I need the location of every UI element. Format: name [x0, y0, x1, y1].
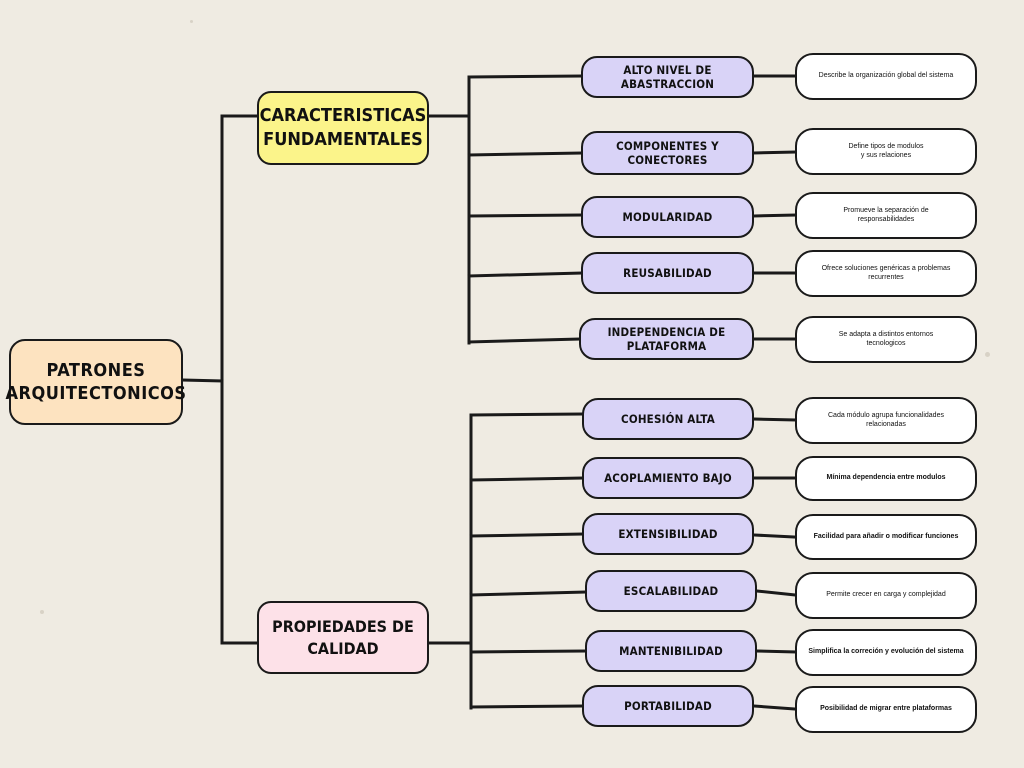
- connector-line: [755, 649, 797, 654]
- connector-line: [467, 74, 583, 79]
- background-speck: [40, 610, 44, 614]
- item-node-escalabilidad: ESCALABILIDAD: [585, 570, 757, 612]
- connector-line: [469, 590, 587, 597]
- description-node: Permite crecer en carga y complejidad: [795, 572, 977, 619]
- connector-line: [469, 704, 584, 709]
- connector-line: [469, 649, 587, 654]
- item-node-reusabilidad: REUSABILIDAD: [581, 252, 754, 294]
- connector-line: [181, 378, 224, 383]
- connector-line: [752, 704, 797, 711]
- description-node: Ofrece soluciones genéricas a problemas …: [795, 250, 977, 297]
- item-node-modularidad: MODULARIDAD: [581, 196, 754, 238]
- description-node: Cada módulo agrupa funcionalidades relac…: [795, 397, 977, 444]
- connector-line: [752, 533, 797, 539]
- item-node-portabilidad: PORTABILIDAD: [582, 685, 754, 727]
- description-node: Simplifica la correción y evolución del …: [795, 629, 977, 676]
- background-speck: [190, 20, 193, 23]
- connector-line: [469, 532, 584, 538]
- connector-line: [467, 151, 583, 157]
- item-node-independencia-de-plataforma: INDEPENDENCIA DE PLATAFORMA: [579, 318, 754, 360]
- description-node: Define tipos de modulos y sus relaciones: [795, 128, 977, 175]
- item-node-componentes-y-conectores: COMPONENTES Y CONECTORES: [581, 131, 754, 175]
- connector-line: [752, 213, 797, 218]
- connector-line: [469, 412, 584, 417]
- connector-line: [752, 150, 797, 155]
- description-node: Describe la organización global del sist…: [795, 53, 977, 100]
- connector-line: [467, 213, 583, 218]
- description-node: Mínima dependencia entre modulos: [795, 456, 977, 501]
- connector-line: [467, 337, 581, 344]
- category-node-caracteristicas-fundamentales: CARACTERISTICAS FUNDAMENTALES: [257, 91, 429, 165]
- root-node-patrones-arquitectonicos: PATRONES ARQUITECTONICOS: [5, 339, 186, 425]
- description-node: Posibilidad de migrar entre plataformas: [795, 686, 977, 733]
- description-node: Promueve la separación de responsabilida…: [795, 192, 977, 239]
- item-node-cohesion-alta: COHESIÓN ALTA: [582, 398, 754, 440]
- background-speck: [985, 352, 990, 357]
- item-node-alto-nivel-de-abstraccion: ALTO NIVEL DE ABASTRACCION: [581, 56, 754, 98]
- category-node-propiedades-de-calidad: PROPIEDADES DE CALIDAD: [257, 601, 429, 674]
- description-node: Facilidad para añadir o modificar funcio…: [795, 514, 977, 560]
- description-node: Se adapta a distintos entornos tecnologi…: [795, 316, 977, 363]
- item-node-acoplamiento-bajo: ACOPLAMIENTO BAJO: [582, 457, 754, 499]
- item-node-extensibilidad: EXTENSIBILIDAD: [582, 513, 754, 555]
- connector-line: [467, 271, 583, 278]
- item-node-mantenibilidad: MANTENIBILIDAD: [585, 630, 757, 672]
- connector-line: [469, 476, 584, 482]
- connector-line: [752, 417, 797, 422]
- connector-line: [755, 589, 797, 597]
